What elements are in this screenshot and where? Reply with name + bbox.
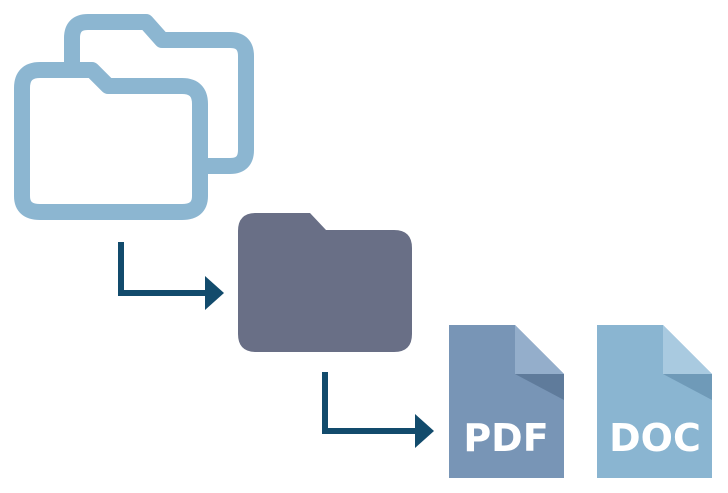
front-folder-icon bbox=[14, 62, 208, 220]
stacked-folders-icon bbox=[14, 14, 254, 220]
pdf-label: PDF bbox=[463, 416, 548, 460]
elbow-arrow-icon bbox=[118, 242, 224, 310]
elbow-arrow-icon-2 bbox=[322, 372, 434, 448]
doc-label: DOC bbox=[609, 416, 701, 460]
doc-file-icon: DOC bbox=[597, 325, 712, 478]
pdf-file-icon: PDF bbox=[449, 325, 564, 478]
folder-icon bbox=[238, 213, 412, 352]
